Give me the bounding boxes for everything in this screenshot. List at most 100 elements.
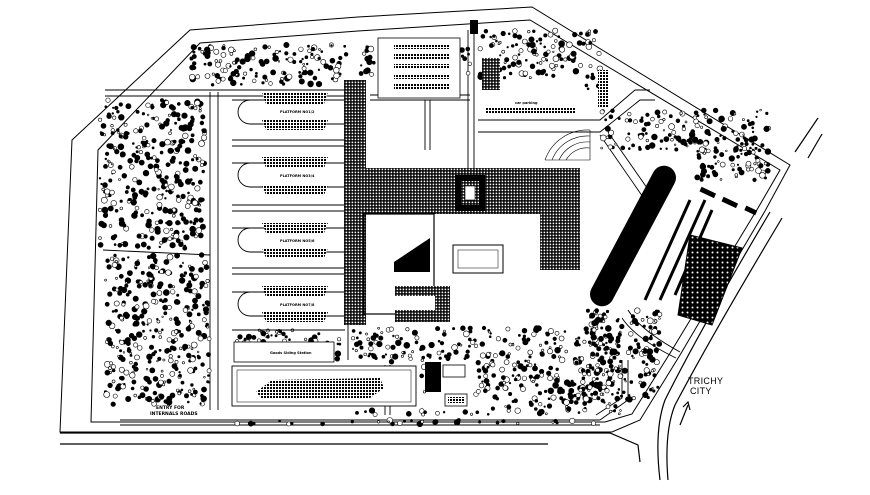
tree-icon xyxy=(528,400,533,405)
tree-icon xyxy=(513,377,518,382)
tree-icon xyxy=(117,131,121,135)
tree-icon xyxy=(736,163,740,166)
tree-icon xyxy=(546,403,553,409)
tree-icon xyxy=(117,143,125,151)
tree-icon xyxy=(502,419,506,422)
tree-icon xyxy=(206,352,211,357)
tree-icon xyxy=(700,162,706,168)
tree-icon xyxy=(201,134,208,141)
tree-icon xyxy=(577,336,581,340)
tree-icon xyxy=(334,356,340,362)
tree-icon xyxy=(735,137,741,142)
tree-icon xyxy=(639,118,644,123)
tree-icon xyxy=(298,46,304,52)
tree-icon xyxy=(414,340,419,345)
tree-icon xyxy=(749,146,752,150)
tree-icon xyxy=(338,72,342,76)
tree-icon xyxy=(624,118,629,123)
tree-icon xyxy=(725,149,728,153)
tree-icon xyxy=(141,112,145,116)
tree-icon xyxy=(598,335,604,342)
tree-icon xyxy=(198,140,205,147)
tree-icon xyxy=(617,373,623,379)
tree-icon xyxy=(703,113,706,116)
tree-icon xyxy=(187,191,190,195)
goods-shed-label: Goods Siding Station xyxy=(270,351,312,355)
tree-icon xyxy=(173,298,180,305)
tree-icon xyxy=(587,372,592,377)
tree-icon xyxy=(154,265,159,270)
tree-icon xyxy=(490,362,496,368)
tree-icon xyxy=(688,131,696,138)
tree-icon xyxy=(751,135,758,142)
tree-icon xyxy=(380,331,384,335)
tree-icon xyxy=(628,331,634,337)
tree-icon xyxy=(125,103,132,110)
tree-icon xyxy=(136,179,143,186)
tree-icon xyxy=(564,349,568,354)
tree-icon xyxy=(159,177,165,183)
tree-icon xyxy=(531,380,535,384)
tree-icon xyxy=(619,359,623,364)
parking-row xyxy=(394,74,450,79)
tree-icon xyxy=(645,315,649,319)
tree-icon xyxy=(754,146,758,150)
tree-icon xyxy=(378,335,384,341)
tree-icon xyxy=(218,59,223,63)
tree-icon xyxy=(642,324,646,328)
tree-icon xyxy=(112,393,118,399)
tree-icon xyxy=(746,167,751,172)
tree-icon xyxy=(600,398,605,403)
tree-icon xyxy=(591,377,596,382)
tree-icon xyxy=(534,398,539,403)
tree-icon xyxy=(362,51,367,56)
tree-icon xyxy=(594,308,600,313)
tree-icon xyxy=(103,391,110,398)
tree-icon xyxy=(504,405,507,408)
tree-icon xyxy=(545,59,549,62)
tree-icon xyxy=(151,186,157,192)
tree-icon xyxy=(122,311,130,319)
tree-icon xyxy=(317,332,321,336)
tree-icon xyxy=(145,139,149,143)
tree-icon xyxy=(146,143,151,148)
tree-icon xyxy=(475,410,480,415)
tree-icon xyxy=(605,380,612,387)
tree-icon xyxy=(136,233,142,239)
tree-icon xyxy=(98,236,102,240)
tree-icon xyxy=(185,178,192,185)
tree-icon xyxy=(619,409,622,412)
tree-icon xyxy=(696,153,701,158)
tree-icon xyxy=(435,410,440,416)
tree-icon xyxy=(243,71,248,76)
tree-icon xyxy=(157,188,160,191)
destination-marker: TRICHY CITY xyxy=(679,376,723,426)
tree-icon xyxy=(220,52,227,58)
tree-icon xyxy=(132,195,138,200)
tree-icon xyxy=(162,358,166,362)
goods-shed: Goods Siding Station xyxy=(231,341,417,407)
tree-icon xyxy=(160,98,165,103)
tree-icon xyxy=(163,380,167,384)
tree-icon xyxy=(323,63,330,69)
tree-icon xyxy=(390,344,396,350)
tree-icon xyxy=(480,34,486,39)
tree-icon xyxy=(125,281,128,284)
tree-icon xyxy=(180,380,185,385)
tree-icon xyxy=(691,136,699,144)
tree-icon xyxy=(574,360,579,365)
tree-icon xyxy=(168,183,175,191)
tree-icon xyxy=(441,349,445,353)
tree-icon xyxy=(479,352,486,359)
tree-icon xyxy=(154,328,159,333)
tree-icon xyxy=(734,173,738,177)
tree-icon xyxy=(178,277,186,284)
tree-icon xyxy=(436,350,442,356)
tree-icon xyxy=(704,115,709,120)
tree-icon xyxy=(199,163,204,168)
tree-icon xyxy=(607,358,614,365)
tree-icon xyxy=(645,144,651,150)
tree-icon xyxy=(343,52,349,57)
tree-icon xyxy=(147,266,151,269)
tree-icon xyxy=(746,119,750,123)
